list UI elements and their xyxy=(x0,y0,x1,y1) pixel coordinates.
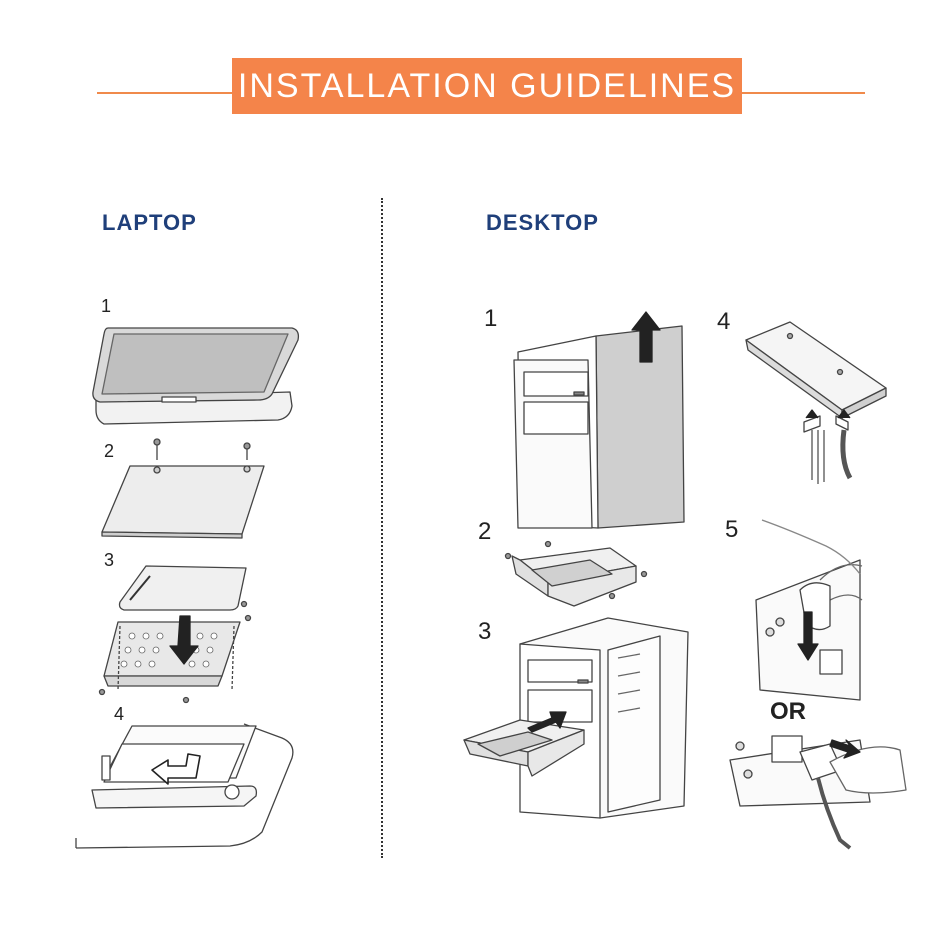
title-rule-left xyxy=(97,92,237,94)
desktop-motherboard-illustration xyxy=(729,519,907,850)
desktop-step-1-number: 1 xyxy=(484,305,498,332)
desktop-step-3-number: 3 xyxy=(478,618,492,645)
title-rule-right xyxy=(740,92,865,94)
laptop-panel-illustration xyxy=(101,438,265,539)
page-title: INSTALLATION GUIDELINES xyxy=(232,58,742,114)
desktop-heading: DESKTOP xyxy=(486,210,599,235)
laptop-step-3-number: 3 xyxy=(104,550,115,570)
desktop-step-4-number: 4 xyxy=(717,308,731,335)
laptop-bay-illustration xyxy=(75,723,294,849)
desktop-step-5-number: 5 xyxy=(725,516,739,543)
laptop-ssd-caddy-illustration xyxy=(98,565,252,704)
or-label: OR xyxy=(770,698,806,725)
laptop-step-4-number: 4 xyxy=(114,704,125,724)
desktop-tower-insert-illustration xyxy=(463,617,689,819)
section-divider xyxy=(381,198,383,858)
laptop-closed-illustration xyxy=(92,327,300,425)
laptop-heading: LAPTOP xyxy=(102,210,197,235)
desktop-tower-open-illustration xyxy=(513,311,685,529)
desktop-step-2-number: 2 xyxy=(478,518,492,545)
laptop-step-1-number: 1 xyxy=(101,296,112,316)
desktop-drive-cables-illustration xyxy=(745,321,887,484)
desktop-bracket-illustration xyxy=(504,540,648,607)
laptop-step-2-number: 2 xyxy=(104,441,115,461)
